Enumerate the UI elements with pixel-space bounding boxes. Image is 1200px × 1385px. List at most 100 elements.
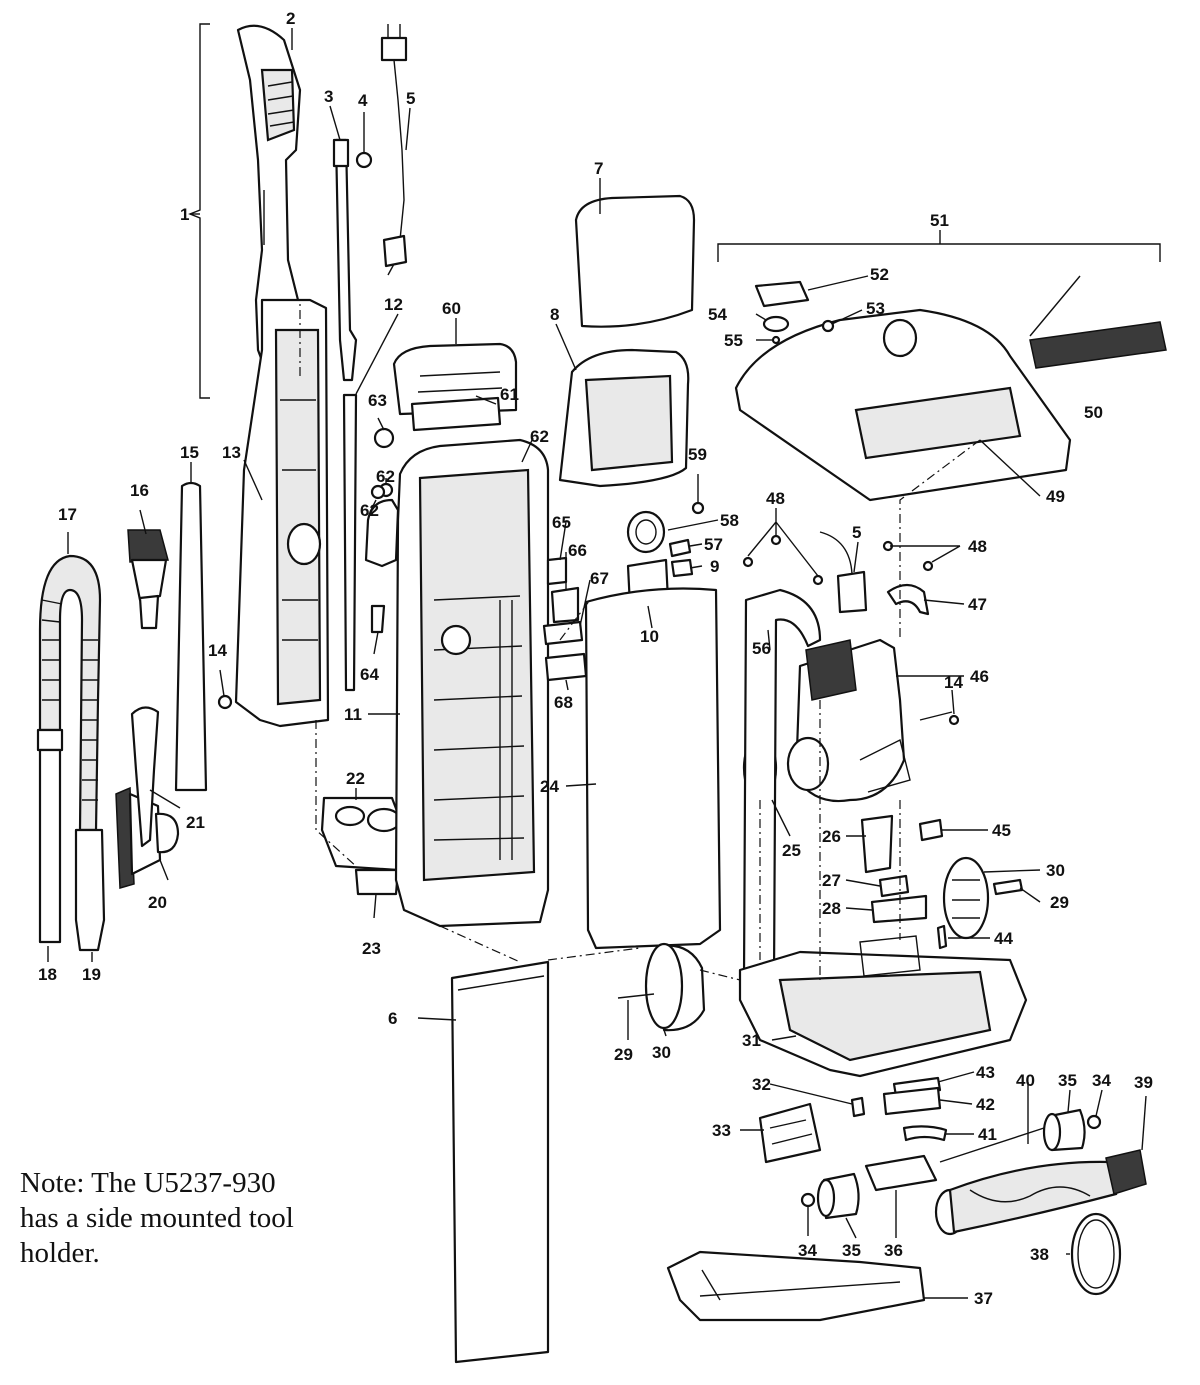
- callout-23: 23: [362, 939, 381, 958]
- callout-62: 62: [360, 501, 379, 520]
- callout-40: 40: [1016, 1071, 1035, 1090]
- callout-48: 48: [766, 489, 785, 508]
- part-45-bracket: [918, 818, 944, 842]
- callout-64: 64: [360, 665, 379, 684]
- part-38-belt: [1070, 1212, 1122, 1296]
- part-37-bottom-plate: [666, 1250, 926, 1322]
- callout-29: 29: [1050, 893, 1069, 912]
- callout-28: 28: [822, 899, 841, 918]
- part-29-axle-right: [992, 878, 1024, 896]
- callout-1: 1: [180, 205, 189, 224]
- callout-39: 39: [1134, 1073, 1153, 1092]
- callout-5: 5: [852, 523, 861, 542]
- callout-34: 34: [798, 1241, 817, 1260]
- note-line-3: holder.: [20, 1237, 100, 1269]
- part-61-switch-plate: [410, 396, 502, 432]
- assembly-lines: [299, 300, 981, 981]
- callout-12: 12: [384, 295, 403, 314]
- part-54-knob: [762, 315, 790, 333]
- part-7-bag-cover: [574, 194, 696, 328]
- part-8-upper-bag-housing: [558, 348, 690, 488]
- callout-33: 33: [712, 1121, 731, 1140]
- part-49-hood: [734, 308, 1072, 502]
- callout-3: 3: [324, 87, 333, 106]
- part-58-collar: [626, 510, 666, 554]
- part-33-filter: [758, 1102, 822, 1164]
- callout-66: 66: [568, 541, 587, 560]
- callout-14: 14: [208, 641, 227, 660]
- callout-60: 60: [442, 299, 461, 318]
- callout-4: 4: [358, 91, 368, 110]
- part-42-bracket: [882, 1086, 942, 1116]
- callout-labels: 1 2 3 4 5 5 6 7 8 9 10 11 12 13 14 14 15…: [38, 9, 1153, 1308]
- part-24-bag-door: [584, 587, 722, 950]
- part-23-clip: [354, 868, 400, 896]
- callout-43: 43: [976, 1063, 995, 1082]
- part-12-rod: [342, 393, 358, 692]
- part-36-bracket: [864, 1154, 938, 1192]
- callout-15: 15: [180, 443, 199, 462]
- part-60-top-cover: [392, 342, 518, 416]
- part-41-spring: [902, 1125, 948, 1142]
- part-57-clip: [668, 538, 692, 558]
- part-15-extension-wand: [174, 481, 208, 792]
- callout-2: 2: [286, 9, 295, 28]
- callout-5: 5: [406, 89, 415, 108]
- callout-45: 45: [992, 821, 1011, 840]
- callout-68: 68: [554, 693, 573, 712]
- part-14-screw-left: [217, 694, 233, 710]
- part-34-bearing-left: [800, 1192, 816, 1208]
- part-14-screw-right: [919, 711, 960, 726]
- part-46-motor-housing: [786, 638, 911, 803]
- part-4-screw: [355, 151, 373, 169]
- callout-19: 19: [82, 965, 101, 984]
- part-52-cap: [754, 280, 810, 308]
- callout-6: 6: [388, 1009, 397, 1028]
- part-65-66-67-68-bracket-parts: [542, 556, 588, 682]
- part-32-latch: [850, 1096, 866, 1118]
- part-9-spring: [670, 558, 694, 578]
- part-31-base: [738, 935, 1028, 1078]
- part-26-27-28-pedal-parts: [860, 814, 928, 924]
- callout-14: 14: [944, 673, 963, 692]
- callout-49: 49: [1046, 487, 1065, 506]
- note-line-2: has a side mounted tool: [20, 1202, 294, 1234]
- part-50-edge-brush: [1029, 321, 1167, 369]
- callout-25: 25: [782, 841, 801, 860]
- part-5-power-cord: [380, 24, 408, 276]
- part-35-end-cap-left: [816, 1172, 860, 1220]
- callout-8: 8: [550, 305, 559, 324]
- callout-46: 46: [970, 667, 989, 686]
- callout-29: 29: [614, 1045, 633, 1064]
- note-line-1: Note: The U5237-930: [20, 1167, 276, 1199]
- part-30-wheel-right: [942, 856, 990, 940]
- callout-44: 44: [994, 929, 1013, 948]
- callout-30: 30: [1046, 861, 1065, 880]
- part-40-shaft: [939, 1127, 1045, 1163]
- callout-41: 41: [978, 1125, 997, 1144]
- callout-59: 59: [688, 445, 707, 464]
- callout-34: 34: [1092, 1071, 1111, 1090]
- callout-20: 20: [148, 893, 167, 912]
- part-63-screw: [373, 427, 395, 449]
- callout-37: 37: [974, 1289, 993, 1308]
- part-3-cord-hook: [332, 138, 358, 382]
- callout-58: 58: [720, 511, 739, 530]
- callout-67: 67: [590, 569, 609, 588]
- part-53-screw: [821, 319, 835, 333]
- part-11-body-housing: [364, 438, 550, 928]
- callout-56: 56: [752, 639, 771, 658]
- callout-21: 21: [186, 813, 205, 832]
- callout-61: 61: [500, 385, 519, 404]
- callout-31: 31: [742, 1031, 761, 1050]
- callout-53: 53: [866, 299, 885, 318]
- callout-36: 36: [884, 1241, 903, 1260]
- callout-35: 35: [1058, 1071, 1077, 1090]
- callout-57: 57: [704, 535, 723, 554]
- callout-47: 47: [968, 595, 987, 614]
- callout-54: 54: [708, 305, 727, 324]
- part-5-switch: [819, 531, 868, 614]
- part-30-wheel-left: [617, 942, 706, 1032]
- part-13-lower-handle: [234, 298, 330, 728]
